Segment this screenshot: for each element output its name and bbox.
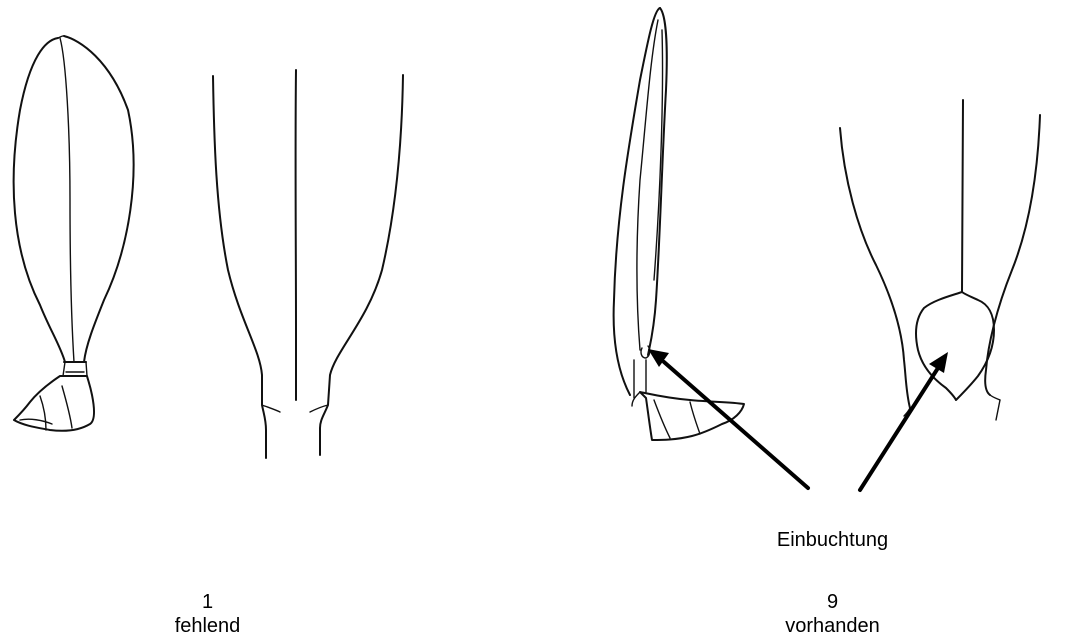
state-1-caption: 1 fehlend	[130, 590, 285, 638]
state-1-expression: fehlend	[130, 614, 285, 638]
state-9-note: 9	[740, 590, 925, 614]
drawing-state-1-flower-side-view	[14, 36, 134, 431]
state-1-note: 1	[130, 590, 285, 614]
callout-label: Einbuchtung	[740, 528, 925, 552]
arrow-to-bud-notch	[648, 349, 808, 488]
state-9-caption: 9 vorhanden	[740, 590, 925, 638]
arrow-to-section-notch	[860, 352, 948, 490]
state-9-expression: vorhanden	[740, 614, 925, 638]
drawing-state-1-flower-section	[213, 70, 403, 458]
drawing-state-9-flower-section	[840, 100, 1040, 420]
